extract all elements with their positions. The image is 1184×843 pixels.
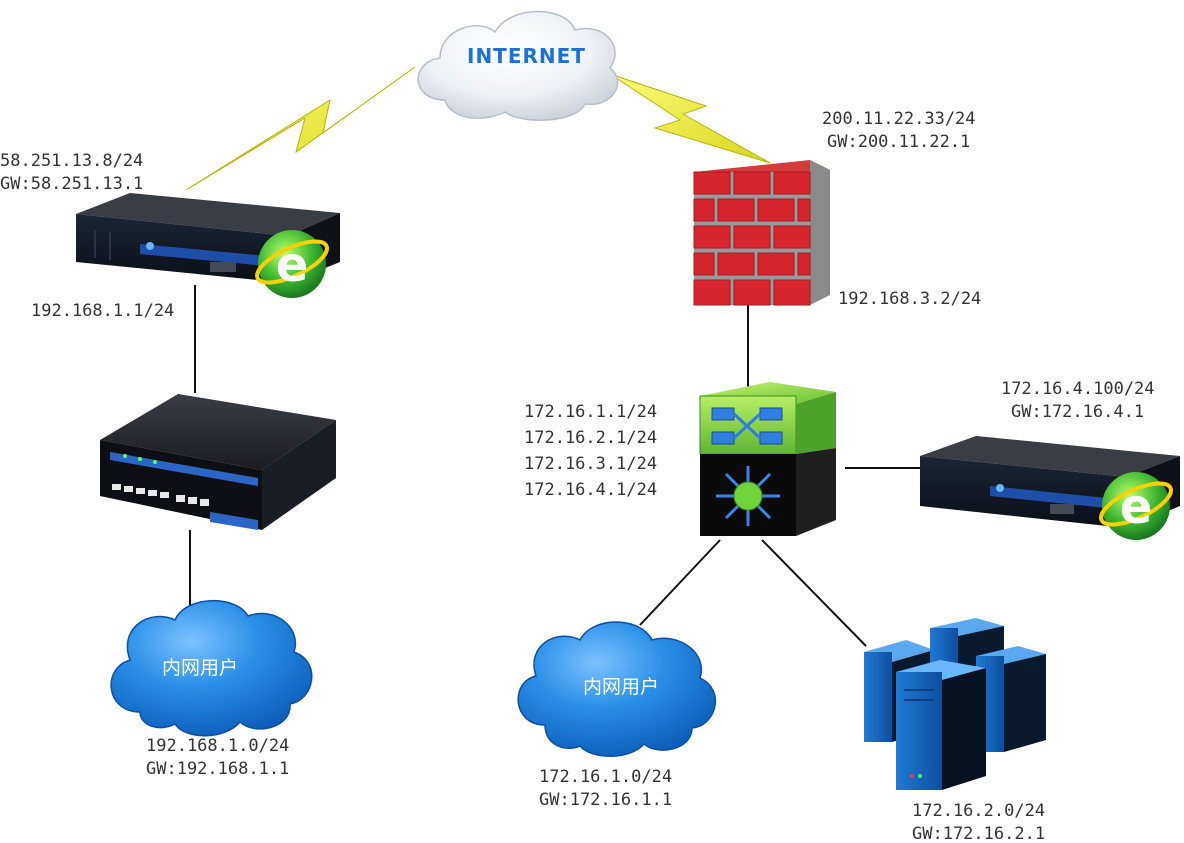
right-lan-label: 172.16.1.0/24 GW:172.16.1.1 [539,766,672,812]
right-router-label: 172.16.4.100/24 GW:172.16.4.1 [1001,378,1155,424]
ie-logo-left-icon: e [255,230,329,298]
firewall-wan-gw: GW:200.11.22.1 [827,132,971,152]
right-lan-cloud-label: 内网用户 [583,676,660,698]
left-router-lan-ip: 192.168.1.1/24 [31,301,175,321]
link-core-to-right-lan [639,539,721,626]
servers-gw: GW:172.16.2.1 [912,824,1046,843]
svg-text:e: e [276,237,309,293]
left-switch-icon [100,394,336,530]
core-switch-ip-1: 172.16.1.1/24 [524,402,658,422]
firewall-wan-ip: 200.11.22.33/24 [822,109,976,129]
core-switch-ip-2: 172.16.2.1/24 [524,428,658,448]
server-tower-right [976,646,1046,752]
left-router-icon [76,193,340,283]
right-lan-gw: GW:172.16.1.1 [539,790,673,810]
ie-logo-right-icon: e [1099,472,1173,540]
internet-label: INTERNET [467,44,586,68]
left-lan-label: 192.168.1.0/24 GW:192.168.1.1 [146,735,289,781]
left-lan-cloud-icon [110,599,313,737]
firewall-icon [693,160,830,306]
svg-text:e: e [1120,479,1153,535]
server-tower-front [896,660,986,790]
internet-cloud-icon [417,10,619,121]
right-lan-cloud-icon [517,621,717,757]
left-router-wan-ip: 58.251.13.8/24 [0,151,144,171]
right-lan-subnet: 172.16.1.0/24 [539,767,673,787]
lightning-bolt-right-icon [609,73,771,164]
left-lan-gw: GW:192.168.1.1 [146,759,290,779]
core-switch-ip-list: 172.16.1.1/24 172.16.2.1/24 172.16.3.1/2… [524,399,657,503]
core-switch-ip-4: 172.16.4.1/24 [524,480,658,500]
servers-label: 172.16.2.0/24 GW:172.16.2.1 [912,800,1045,843]
left-lan-cloud-label: 内网用户 [162,657,239,679]
left-router-wan-gw: GW:58.251.13.1 [0,174,144,194]
core-switch-ip-3: 172.16.3.1/24 [524,454,658,474]
firewall-wan-label: 200.11.22.33/24 GW:200.11.22.1 [822,108,976,154]
left-lan-subnet: 192.168.1.0/24 [146,736,290,756]
core-switch-icon [699,382,836,536]
right-router-gw: GW:172.16.4.1 [1011,402,1145,422]
servers-subnet: 172.16.2.0/24 [912,801,1046,821]
lightning-bolt-left-icon [185,66,416,191]
server-group-icon [864,618,1046,790]
connection-lines [189,285,920,647]
firewall-lan-ip: 192.168.3.2/24 [838,289,982,309]
right-router-ip: 172.16.4.100/24 [1001,379,1155,399]
left-router-wan-label: 58.251.13.8/24 GW:58.251.13.1 [0,150,143,196]
link-core-to-servers [761,539,867,647]
